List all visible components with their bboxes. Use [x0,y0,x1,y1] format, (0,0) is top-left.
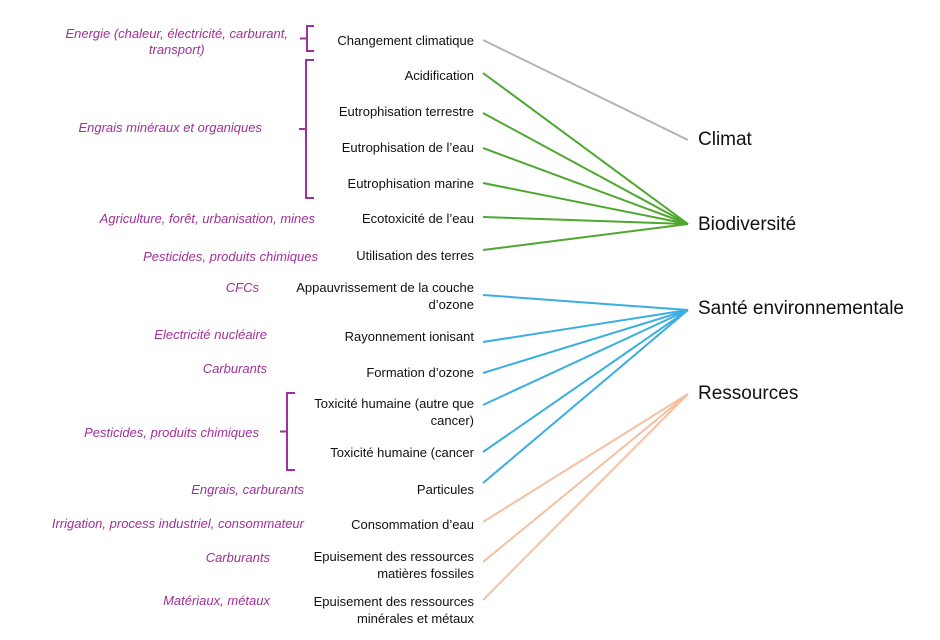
source-energie-line1: Energie (chaleur, électricité, carburant… [65,26,288,41]
impact-toxicite-cancer: Toxicité humaine (cancer [330,445,474,460]
category-biodiversite: Biodiversité [698,214,797,235]
category-ressources: Ressources [698,383,799,404]
link-sante-8 [482,309,689,343]
impact-rayonnement-ionisant: Rayonnement ionisant [344,329,474,344]
impact-epuisement-fossiles: Epuisement des ressources matières fossi… [314,548,474,582]
impact-acidification: Acidification [404,68,474,83]
impact-toxicite-non-cancer-line1: Toxicité humaine (autre que [314,396,474,411]
impact-appauvrissement-ozone-line2: d’ozone [428,297,474,312]
link-biodiversite-1 [482,72,689,225]
source-carburants-2: Carburants [205,550,270,565]
source-agriculture: Agriculture, forêt, urbanisation, mines [99,211,315,226]
source-engrais-carburants: Engrais, carburants [191,482,304,497]
bracket-engrais [299,59,314,199]
category-climat: Climat [698,129,752,150]
link-ressources-15 [482,393,689,601]
source-engrais: Engrais minéraux et organiques [78,120,262,135]
impact-epuisement-mineraux: Epuisement des ressources minérales et m… [314,593,474,627]
impact-particules: Particules [416,482,474,497]
link-biodiversite-3 [482,147,689,225]
impact-formation-ozone: Formation d’ozone [366,365,474,380]
impact-eutrophisation-eau: Eutrophisation de l’eau [341,140,474,155]
link-sante-12 [482,309,689,484]
impact-ecotoxicite-eau: Ecotoxicité de l’eau [361,211,474,226]
link-climat-0 [482,39,689,141]
link-sante-9 [482,309,689,374]
bracket-pesticides [280,392,295,471]
source-irrigation: Irrigation, process industriel, consomma… [51,516,304,531]
impact-epuisement-mineraux-line1: Epuisement des ressources [313,594,474,609]
link-ressources-14 [482,393,689,563]
link-sante-10 [482,309,689,406]
impact-changement-climatique: Changement climatique [337,33,474,48]
impact-appauvrissement-ozone-line1: Appauvrissement de la couche [296,280,474,295]
source-carburants-1: Carburants [202,361,267,376]
impact-epuisement-fossiles-line2: matières fossiles [377,566,474,581]
source-pesticides-1: Pesticides, produits chimiques [143,249,318,264]
source-materiaux: Matériaux, métaux [163,593,270,608]
source-cfcs: CFCs [225,280,259,295]
link-biodiversite-6 [482,223,689,251]
impact-consommation-eau: Consommation d’eau [351,517,474,532]
impact-utilisation-terres: Utilisation des terres [356,248,474,263]
link-sante-7 [482,294,689,311]
impact-appauvrissement-ozone: Appauvrissement de la couche d’ozone [296,279,474,313]
impact-toxicite-non-cancer-line2: cancer) [430,413,474,428]
impact-epuisement-mineraux-line2: minérales et métaux [356,611,474,626]
link-biodiversite-4 [482,182,689,225]
impact-eutrophisation-terrestre: Eutrophisation terrestre [338,104,474,119]
impact-epuisement-fossiles-line1: Epuisement des ressources [313,549,474,564]
source-energie: Energie (chaleur, électricité, carburant… [65,26,288,58]
impact-toxicite-non-cancer: Toxicité humaine (autre que cancer) [314,395,474,429]
link-biodiversite-5 [482,216,689,225]
impact-eutrophisation-marine: Eutrophisation marine [347,176,474,191]
source-nucleaire: Electricité nucléaire [154,327,267,342]
source-pesticides-2: Pesticides, produits chimiques [84,425,259,440]
link-biodiversite-2 [482,112,689,225]
category-sante: Santé environnementale [698,298,904,319]
link-sante-11 [482,309,689,453]
link-ressources-13 [482,393,689,523]
bracket-energie [300,25,314,52]
source-energie-line2: transport) [148,42,205,57]
